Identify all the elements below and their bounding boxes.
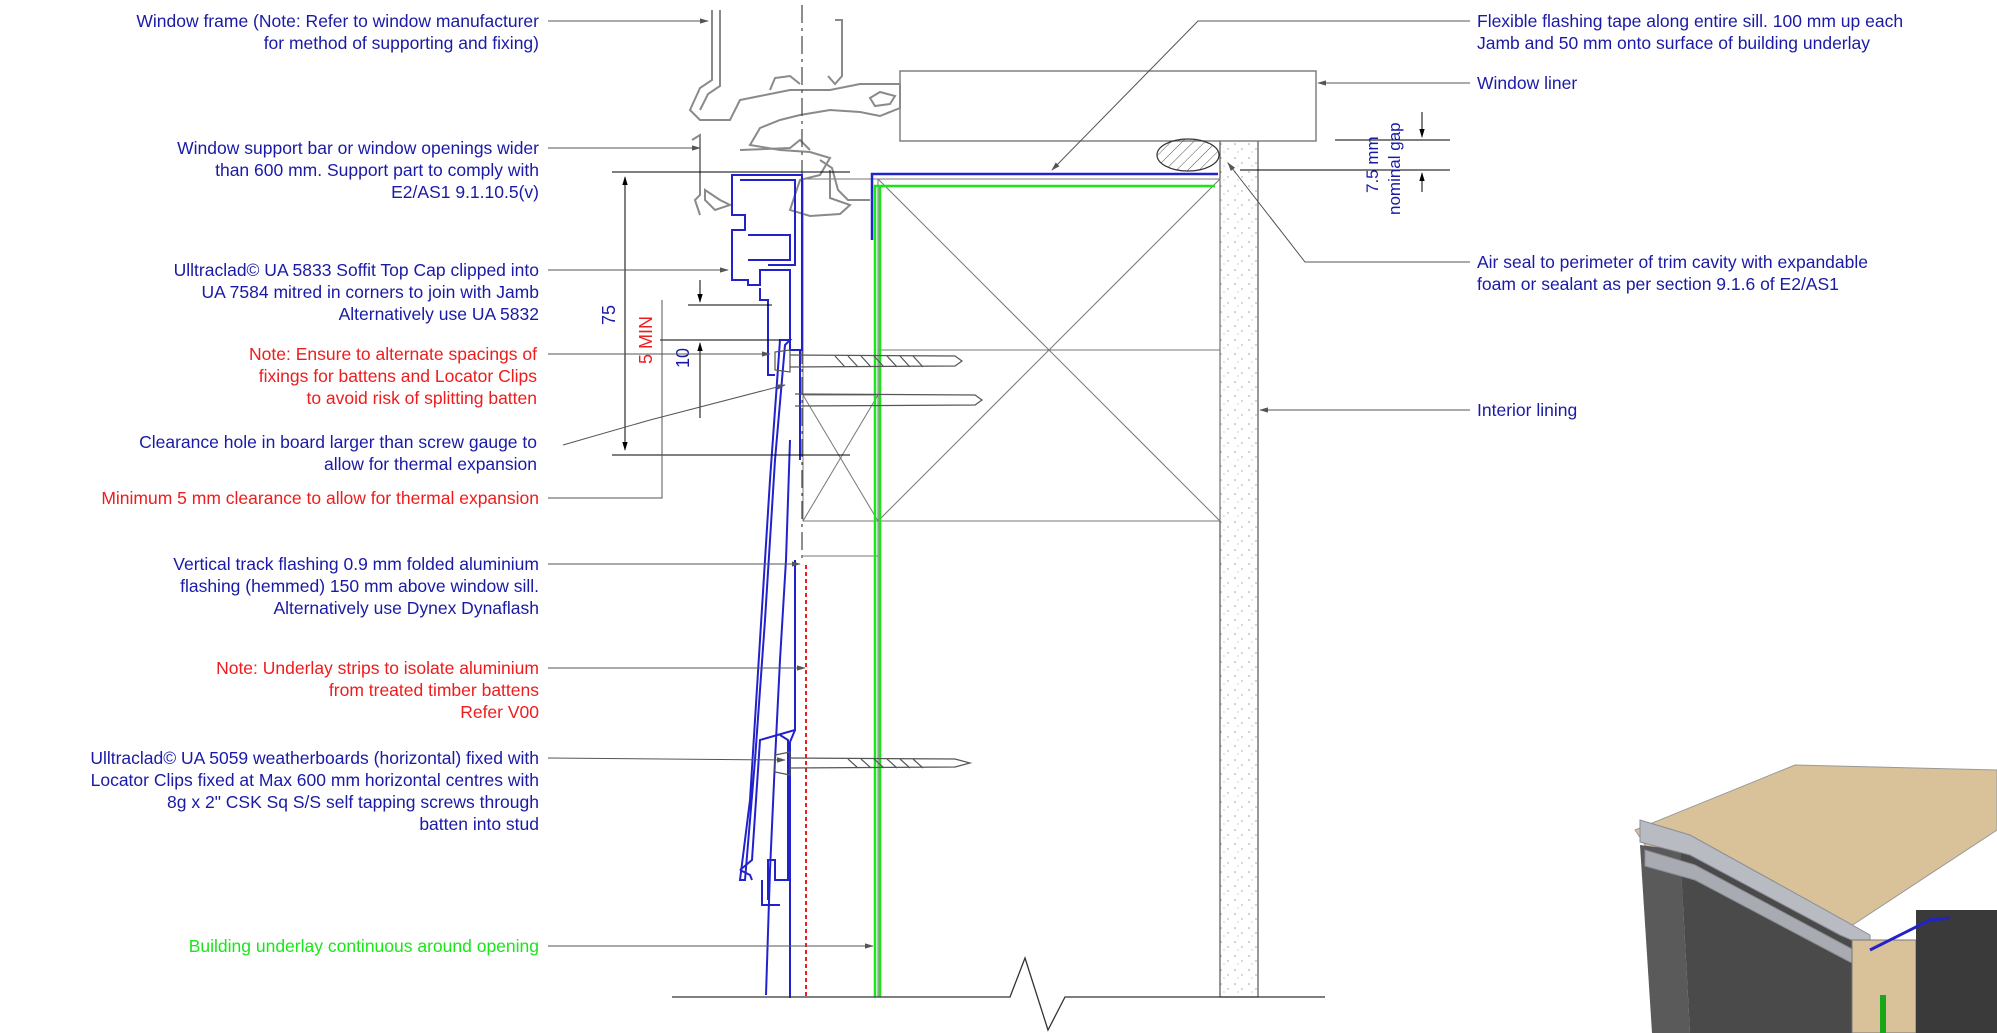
callout-text: Refer V00: [460, 702, 539, 722]
callout-spacing-note: Note: Ensure to alternate spacings of fi…: [249, 343, 537, 409]
timber-sill-framing: [802, 178, 1221, 997]
callout-text: E2/AS1 9.1.10.5(v): [391, 182, 539, 202]
callout-text: Air seal to perimeter of trim cavity wit…: [1477, 252, 1868, 272]
callout-window-frame: Window frame (Note: Refer to window manu…: [136, 10, 539, 54]
callout-flashing-tape: Flexible flashing tape along entire sill…: [1477, 10, 1903, 54]
callout-text: Window support bar or window openings wi…: [177, 138, 539, 158]
building-underlay-line: [873, 184, 1215, 997]
air-seal-bead: [1156, 138, 1220, 172]
callout-text: allow for thermal expansion: [323, 454, 537, 474]
callout-text: Note: Ensure to alternate spacings of: [249, 344, 537, 364]
callout-text: Interior lining: [1477, 400, 1578, 420]
upper-screw-batten: [794, 393, 984, 407]
callout-building-underlay: Building underlay continuous around open…: [189, 935, 539, 957]
callout-text: 8g x 2" CSK Sq S/S self tapping screws t…: [167, 792, 539, 812]
callout-support-bar: Window support bar or window openings wi…: [177, 137, 539, 203]
soffit-top-cap-profile: [731, 174, 803, 376]
callout-clearance-hole: Clearance hole in board larger than scre…: [139, 431, 537, 475]
callout-text: from treated timber battens: [328, 680, 539, 700]
dim-75: 75: [599, 305, 619, 325]
dim-nominal-value: 7.5 mm: [1363, 136, 1382, 193]
callout-min-clearance: Minimum 5 mm clearance to allow for ther…: [101, 487, 539, 509]
window-frame-profile: [688, 10, 901, 218]
callout-weatherboards: Ulltraclad© UA 5059 weatherboards (horiz…: [90, 747, 539, 835]
callout-text: Jamb and 50 mm onto surface of building …: [1477, 33, 1871, 53]
upper-screw-clip: [774, 349, 964, 373]
callout-text: than 600 mm. Support part to comply with: [215, 160, 539, 180]
dim-5min: 5 MIN: [636, 316, 656, 364]
fixing-screws: [774, 349, 984, 776]
callout-track-flashing: Vertical track flashing 0.9 mm folded al…: [173, 553, 539, 619]
dimension-texts: 75 5 MIN 10 7.5 mm nominal gap: [599, 122, 1404, 368]
callout-text: Flexible flashing tape along entire sill…: [1477, 11, 1904, 31]
callout-text: Window liner: [1477, 73, 1578, 93]
window-liner-board: [899, 70, 1317, 142]
callout-text: Building underlay continuous around open…: [188, 936, 539, 956]
callout-text: Vertical track flashing 0.9 mm folded al…: [173, 554, 539, 574]
callout-underlay-strips: Note: Underlay strips to isolate alumini…: [216, 657, 539, 723]
callout-text: for method of supporting and fixing): [263, 33, 539, 53]
weatherboard-profile: [738, 339, 801, 998]
callout-text: Ulltraclad© UA 5833 Soffit Top Cap clipp…: [173, 260, 539, 280]
flashing-tape-line: [870, 172, 1218, 240]
callout-text: fixings for battens and Locator Clips: [258, 366, 537, 386]
break-line: [672, 956, 1325, 1032]
callout-text: batten into stud: [419, 814, 539, 834]
dim-nominal-text: nominal gap: [1385, 122, 1404, 215]
leader-lines: [547, 18, 1470, 949]
callout-text: Window frame (Note: Refer to window manu…: [136, 11, 539, 31]
callout-text: Ulltraclad© UA 5059 weatherboards (horiz…: [90, 748, 539, 768]
product-3d-thumbnail: [1634, 764, 1997, 1033]
dimension-lines: [612, 112, 1450, 456]
callout-text: Alternatively use UA 5832: [338, 304, 539, 324]
callout-text: to avoid risk of splitting batten: [306, 388, 537, 408]
callout-text: UA 7584 mitred in corners to join with J…: [201, 282, 539, 302]
lower-screw: [774, 751, 973, 776]
callout-text: foam or sealant as per section 9.1.6 of …: [1477, 274, 1839, 294]
callout-interior-lining: Interior lining: [1477, 399, 1577, 421]
callout-text: Clearance hole in board larger than scre…: [139, 432, 537, 452]
callout-text: Note: Underlay strips to isolate alumini…: [216, 658, 539, 678]
callout-text: flashing (hemmed) 150 mm above window si…: [180, 576, 539, 596]
callout-text: Alternatively use Dynex Dynaflash: [273, 598, 539, 618]
callout-window-liner: Window liner: [1477, 72, 1577, 94]
callout-text: Locator Clips fixed at Max 600 mm horizo…: [90, 770, 539, 790]
callout-air-seal: Air seal to perimeter of trim cavity wit…: [1477, 251, 1868, 295]
dim-10: 10: [673, 348, 693, 368]
interior-lining-board: [1219, 106, 1259, 998]
callout-text: Minimum 5 mm clearance to allow for ther…: [101, 488, 539, 508]
callout-soffit-cap: Ulltraclad© UA 5833 Soffit Top Cap clipp…: [174, 259, 539, 325]
